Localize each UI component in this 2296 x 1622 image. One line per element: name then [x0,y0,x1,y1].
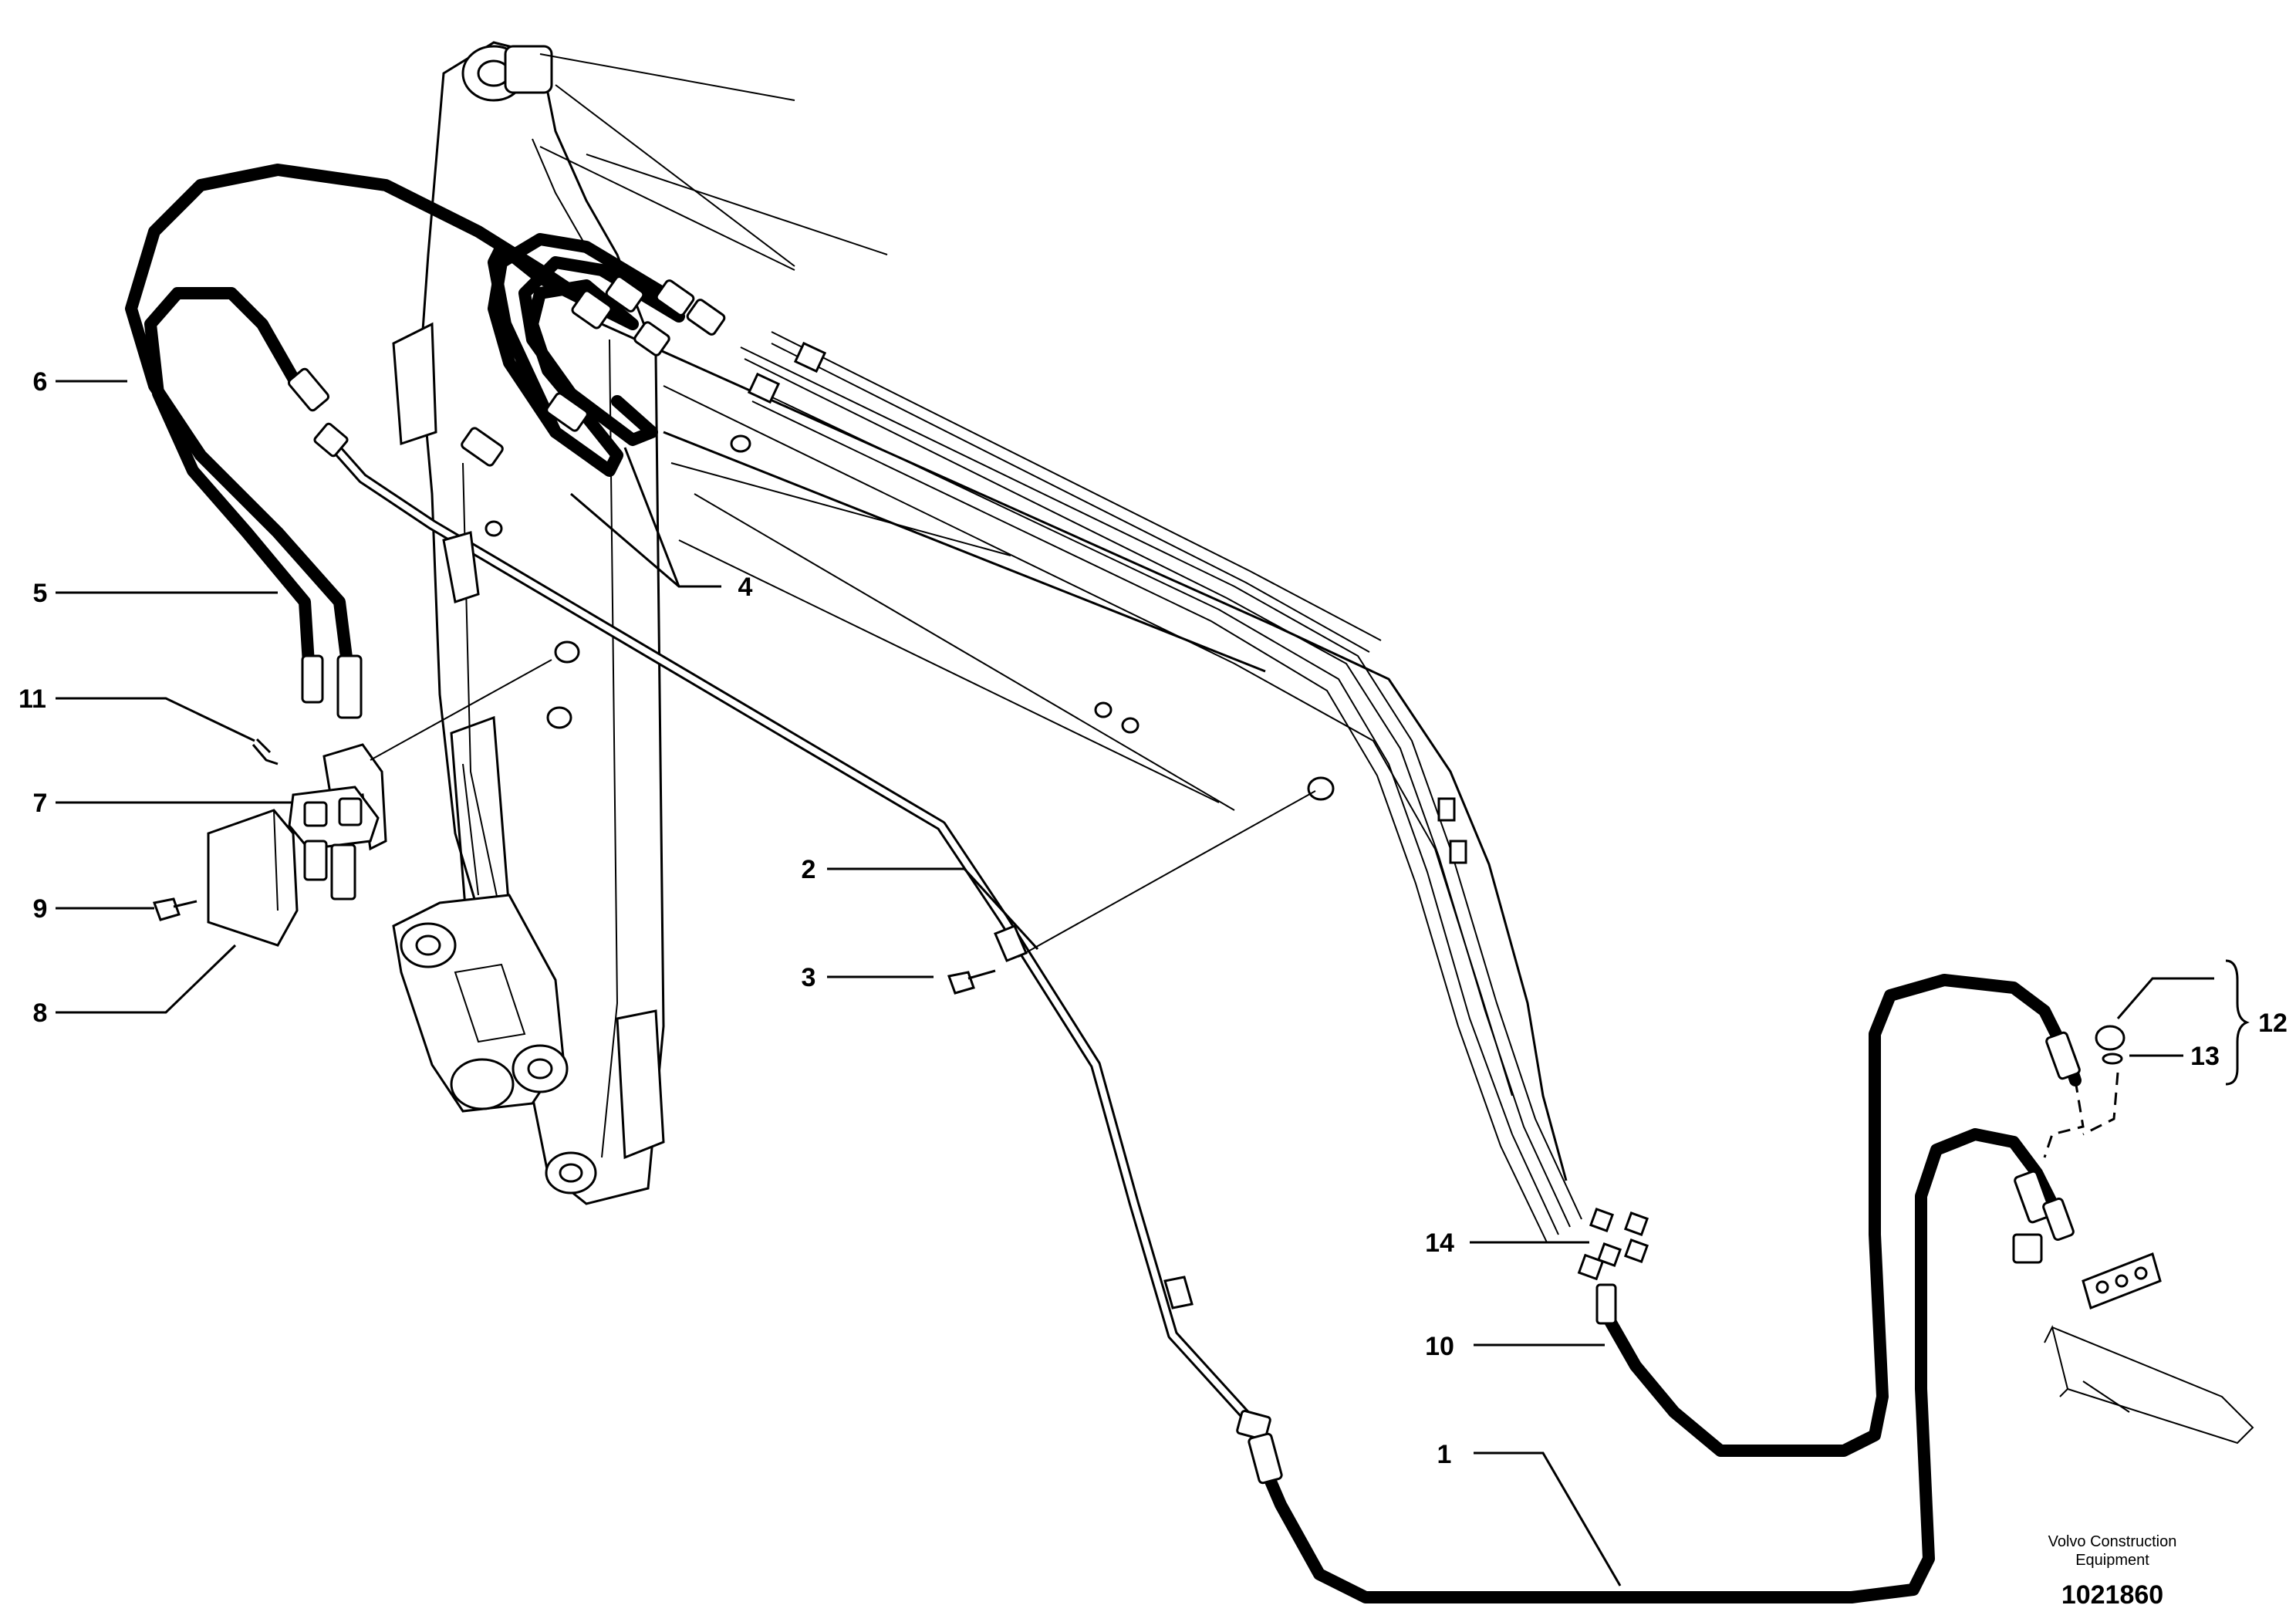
callout-label-13: 13 [2190,1042,2220,1071]
hose-1 [1251,1128,2058,1603]
leader-4b [623,447,680,587]
leader-12a [2116,977,2214,1019]
callout-label-4: 4 [738,573,753,602]
valve-block-assembly [152,659,1316,995]
callout-label-6: 6 [33,367,48,397]
hose-10 [1599,974,2082,1457]
leader-11 [56,697,255,742]
callout-label-9: 9 [33,894,48,924]
hose-4c [518,256,685,446]
callout-label-1: 1 [1437,1440,1452,1469]
brace-12 [2225,959,2250,1086]
callout-label-7: 7 [33,789,48,818]
drawing-number: 1021860 [2061,1580,2163,1610]
callout-label-2: 2 [802,855,816,884]
callout-label-14: 14 [1425,1228,1454,1258]
hose-4a [488,241,639,477]
rigid-tube-2 [313,422,1271,1441]
callout-leaders [56,380,2250,1587]
boom-structure [392,41,2254,1445]
fittings [287,275,2162,1485]
callout-label-10: 10 [1425,1332,1454,1361]
hose-6 [125,164,593,670]
boom-tubes [740,331,1649,1281]
leader-2 [827,867,1039,951]
callout-label-12: 12 [2258,1009,2288,1038]
leader-8 [56,944,237,1014]
leader-4a [570,492,721,588]
callout-label-5: 5 [33,579,48,608]
drawing-footer: Volvo Construction Equipment 1021860 [2048,1533,2177,1610]
callout-label-3: 3 [802,963,816,992]
leader-1 [1474,1451,1622,1587]
brand-line-1: Volvo Construction [2048,1533,2177,1550]
hose-4b [488,233,670,438]
hoses [125,164,2082,1603]
hose-5 [144,287,315,670]
brand-line-2: Equipment [2075,1552,2149,1569]
callout-label-11: 11 [19,684,46,714]
callout-labels: 1 2 3 4 5 6 7 8 9 10 11 12 13 14 [19,367,2288,1469]
callout-label-8: 8 [33,999,48,1028]
